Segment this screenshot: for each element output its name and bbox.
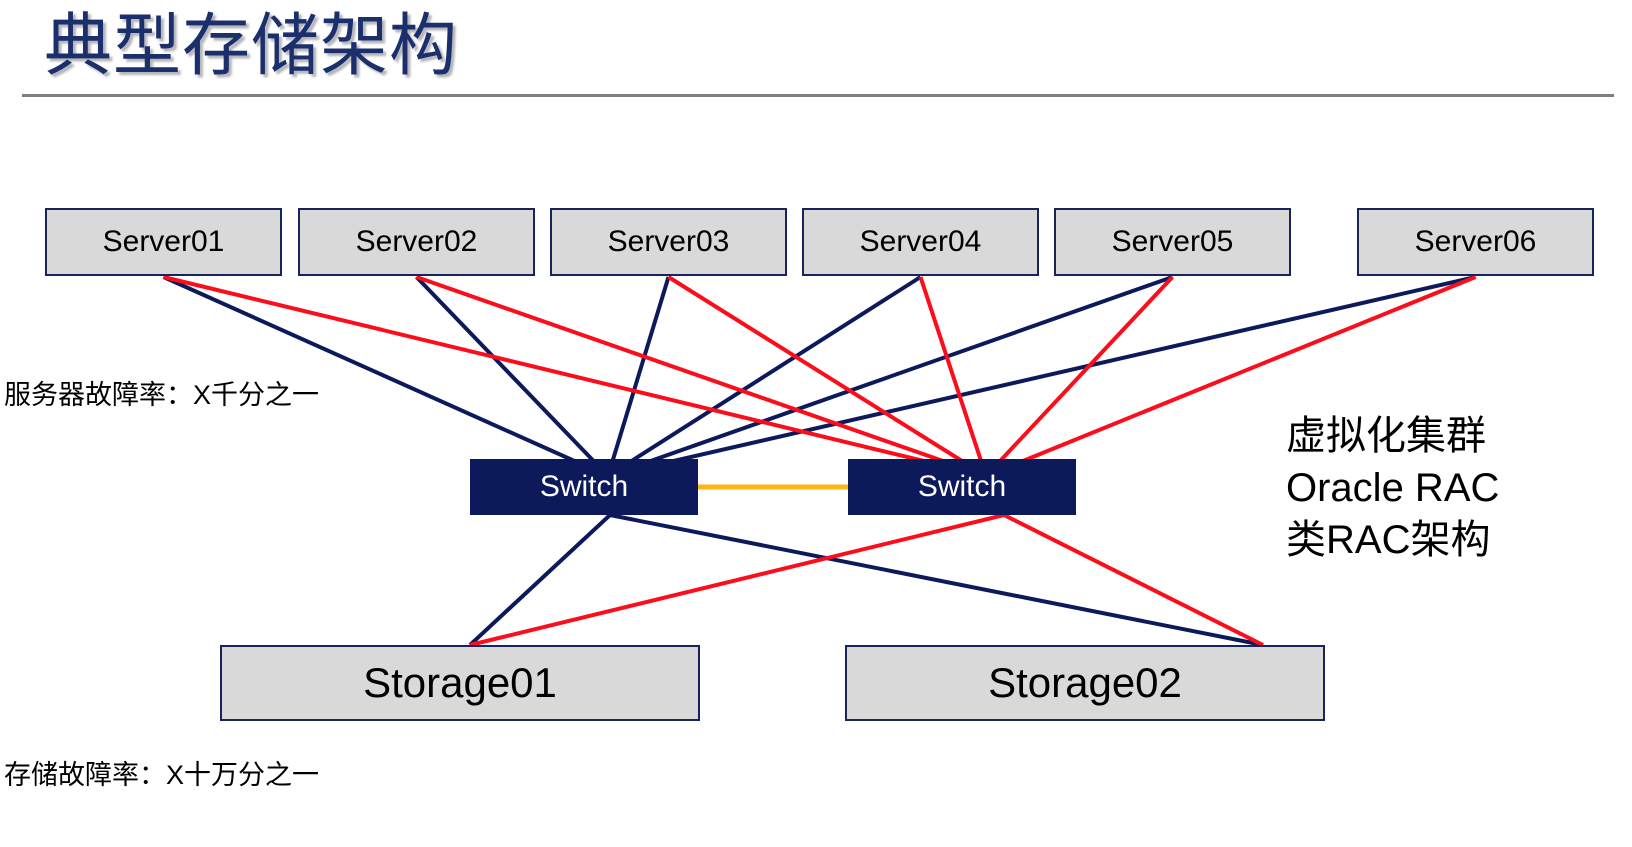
node-storage-01[interactable]: Storage01 [220,645,700,721]
node-server-01[interactable]: Server01 [45,208,282,276]
connection-line [918,276,988,477]
node-label: Switch [917,470,1007,503]
connection-line [415,275,610,478]
node-server-03[interactable]: Server03 [550,208,787,276]
connection-line [985,275,1477,478]
node-switch-right[interactable]: Switch [848,459,1076,515]
node-server-06[interactable]: Server06 [1357,208,1594,276]
connection-line [607,275,1476,478]
connection-line [415,275,987,478]
node-server-04[interactable]: Server04 [802,208,1039,276]
node-label: Server03 [607,225,730,258]
connection-line [606,276,671,477]
cluster-note-line-1: 虚拟化集群 [1286,414,1486,458]
server-failure-rate-note: 服务器故障率：X千分之一 [4,380,320,410]
connection-line [469,513,1005,647]
node-label: Server06 [1414,225,1537,258]
node-label: Server01 [102,225,225,258]
title-divider [22,94,1614,97]
connection-line [667,275,988,478]
node-label: Server02 [355,225,478,258]
node-label: Switch [539,470,629,503]
connection-line [468,513,612,647]
connection-line [163,275,987,478]
node-server-02[interactable]: Server02 [298,208,535,276]
connection-line [607,275,1174,478]
node-label: Server05 [1111,225,1234,258]
page-title: 典型存储架构 [44,8,459,84]
storage-failure-rate-note: 存储故障率：X十万分之一 [4,760,320,790]
node-storage-02[interactable]: Storage02 [845,645,1325,721]
connection-line [162,275,609,478]
node-label: Storage02 [988,659,1182,706]
node-server-05[interactable]: Server05 [1054,208,1291,276]
connection-line [606,275,922,478]
connection-line [609,513,1264,647]
connection-line [1003,513,1264,647]
cluster-note: 虚拟化集群 Oracle RAC 类RAC架构 [1286,410,1499,566]
node-label: Server04 [859,225,982,258]
connection-line [984,275,1174,478]
node-label: Storage01 [363,659,557,706]
cluster-note-line-3: 类RAC架构 [1286,518,1491,562]
node-switch-left[interactable]: Switch [470,459,698,515]
cluster-note-line-2: Oracle RAC [1286,466,1500,510]
